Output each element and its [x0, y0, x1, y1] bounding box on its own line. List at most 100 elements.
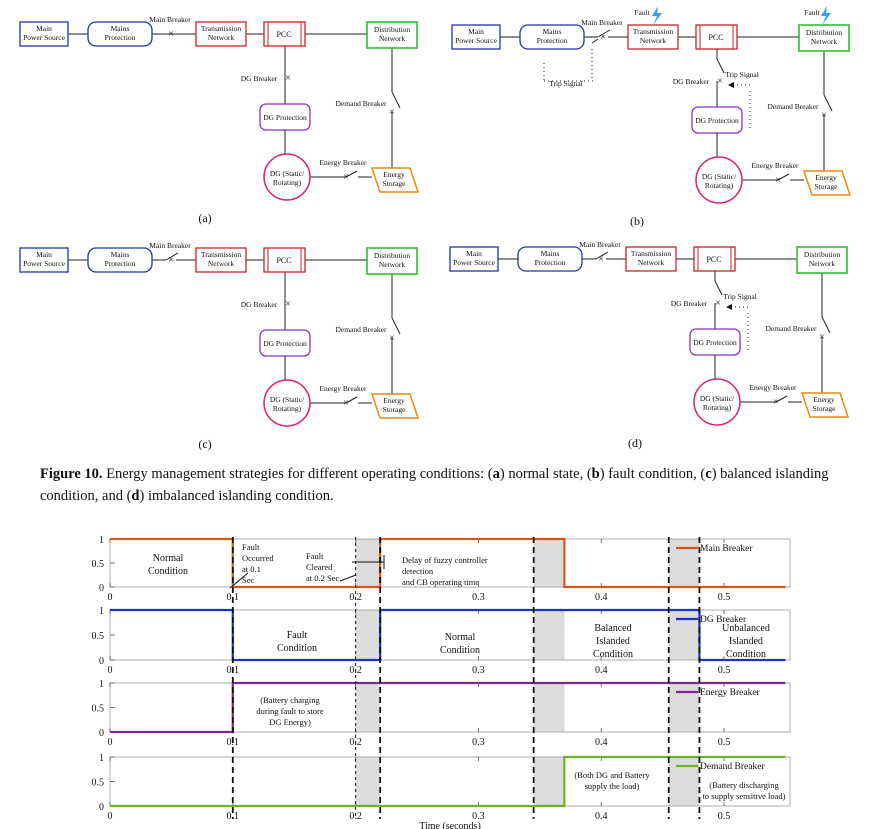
dg-breaker-switch [714, 280, 723, 296]
annotation-fault-occurred: Sec [242, 575, 255, 585]
diagram-panel-d: ×Main Breaker×DG Breaker×Demand Breaker×… [449, 240, 850, 450]
energy-storage-label: Storage [383, 405, 407, 414]
caption-part: ) balanced islanding condition, and ( [40, 466, 829, 504]
series-line-energy-breaker [110, 681, 786, 734]
distribution-network-label: Distribution [374, 25, 411, 34]
caption-part: Energy management strategies for differe… [102, 466, 493, 482]
panel-label: (b) [630, 214, 644, 228]
main-breaker-label: Main Breaker [579, 240, 621, 249]
pcc-label: PCC [276, 256, 291, 265]
mains-protection-box [87, 247, 153, 273]
x-tick-label: 0.4 [595, 811, 608, 822]
energy-storage-label: Energy [383, 396, 405, 405]
transmission-network-label: Transmission [633, 27, 673, 36]
demand-breaker-label: Demand Breaker [765, 324, 817, 333]
transmission-network-label: Transmission [201, 24, 241, 33]
energy-breaker-switch [775, 395, 788, 403]
x-tick-label: 0 [108, 592, 113, 603]
dg-breaker-label: DG Breaker [241, 300, 278, 309]
annotation-battery-charging: DG Energy) [269, 717, 311, 727]
trip-signal-arrow [591, 38, 599, 44]
dg-breaker-mark: × [715, 298, 721, 309]
dg-breaker-mark: × [285, 73, 291, 84]
main-breaker-mark: × [168, 255, 174, 266]
y-tick-label: 0 [99, 728, 104, 739]
panel-label: (a) [198, 211, 211, 225]
main-power-source-label: Power Source [455, 36, 498, 45]
annotation-balanced-islanded: Islanded [596, 636, 630, 647]
annotation-normal-condition: Condition [148, 566, 188, 577]
lightning-icon [652, 6, 662, 25]
x-tick-label: 0.5 [718, 592, 731, 603]
energy-breaker-switch [345, 396, 358, 404]
dg-label: Rotating) [703, 403, 732, 412]
annotation-fault-cleared: Fault [306, 551, 324, 561]
dg-breaker-mark: × [717, 76, 723, 87]
diagram-panel-b: ×Main Breaker×DG Breaker×Demand Breaker×… [451, 6, 852, 228]
dg-label: DG (Static/ [270, 395, 305, 404]
energy-breaker-mark: × [775, 175, 781, 186]
x-tick-label: 0.3 [472, 811, 485, 822]
transmission-network-label: Network [638, 258, 664, 267]
dg-label: DG (Static/ [270, 169, 305, 178]
x-tick-label: 0.5 [718, 665, 731, 676]
x-tick-label: 0.3 [472, 737, 485, 748]
energy-breaker-label: Energy Breaker [751, 161, 799, 170]
main-power-source-label: Main [36, 250, 52, 259]
annotation-fault-condition: Condition [277, 643, 317, 654]
caption-part: ) fault condition, ( [599, 466, 706, 482]
demand-breaker-mark: × [389, 333, 395, 344]
dg-label: DG (Static/ [700, 394, 735, 403]
energy-storage-label: Energy [813, 395, 835, 404]
delay-shade [533, 683, 565, 732]
x-tick-label: 0.5 [718, 811, 731, 822]
x-tick-label: 0 [108, 737, 113, 748]
delay-shade [668, 610, 700, 660]
annotation-unbalanced-islanded: Unbalanced [722, 623, 770, 634]
annotation-both-supply: (Both DG and Battery [574, 770, 650, 780]
energy-storage-trapezoid [370, 167, 420, 193]
caption-part: ) normal state, ( [499, 466, 592, 482]
dg-breaker-label: DG Breaker [241, 74, 278, 83]
distribution-network-label: Network [379, 260, 405, 269]
annotation-balanced-islanded: Balanced [594, 623, 631, 634]
pcc-box [263, 247, 306, 273]
distribution-network-box [366, 247, 418, 275]
main-power-source-label: Main [468, 27, 484, 36]
demand-breaker-mark: × [819, 332, 825, 343]
network-diagrams: ×Main Breaker×DG Breaker×Demand Breaker×… [19, 6, 852, 451]
annotation-normal-condition-2: Normal [445, 632, 476, 643]
pcc-box [693, 246, 736, 272]
annotation-unbalanced-islanded: Condition [726, 649, 766, 660]
dg-protection-label: DG Protection [693, 338, 737, 347]
figure-caption: Figure 10. Energy management strategies … [40, 463, 840, 507]
annotation-both-supply: supply the load) [585, 781, 640, 791]
pcc-box [695, 24, 738, 50]
x-tick-label: 0 [108, 811, 113, 822]
annotation-delay: detection [402, 566, 434, 576]
x-tick-label: 0 [108, 665, 113, 676]
pcc-label: PCC [276, 30, 291, 39]
annotation-fault-condition: Fault [287, 630, 308, 641]
fault-label: Fault [804, 8, 820, 17]
main-power-source-box [451, 24, 501, 50]
mains-protection-box [519, 24, 585, 50]
annotation-battery-charging: during fault to store [256, 706, 324, 716]
energy-storage-trapezoid [370, 393, 420, 419]
annotation-fault-occurred: Fault [242, 542, 260, 552]
caption-prefix: Figure 10. [40, 466, 103, 482]
delay-shade [533, 610, 565, 660]
main-power-source-label: Power Source [23, 33, 66, 42]
delay-shade [668, 539, 700, 587]
y-tick-label: 0 [99, 583, 104, 594]
mains-protection-box [87, 21, 153, 47]
transmission-network-label: Transmission [201, 250, 241, 259]
dg-circle [693, 378, 741, 426]
energy-breaker-mark: × [343, 172, 349, 183]
mains-protection-label: Protection [105, 33, 136, 42]
main-breaker-switch [595, 251, 609, 260]
main-breaker-mark: × [600, 32, 606, 43]
y-tick-label: 0 [99, 802, 104, 813]
energy-breaker-switch [345, 170, 358, 178]
delay-shade [355, 757, 381, 806]
